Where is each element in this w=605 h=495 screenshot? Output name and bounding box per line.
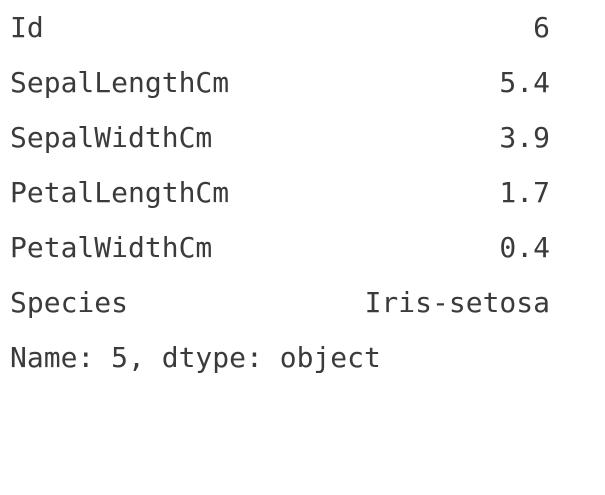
series-output: Id 6 SepalLengthCm 5.4 SepalWidthCm 3.9 … [10, 0, 550, 385]
series-footer: Name: 5, dtype: object [10, 341, 381, 374]
row-value: 6 [533, 11, 550, 44]
series-row: PetalWidthCm 0.4 [10, 220, 550, 275]
row-value: 0.4 [499, 231, 550, 264]
row-value: 5.4 [499, 66, 550, 99]
series-row: SepalWidthCm 3.9 [10, 110, 550, 165]
series-row: SepalLengthCm 5.4 [10, 55, 550, 110]
series-row: Species Iris-setosa [10, 275, 550, 330]
row-key: Species [10, 286, 129, 319]
row-key: SepalLengthCm [10, 66, 230, 99]
row-value: 1.7 [499, 176, 550, 209]
row-key: Id [10, 11, 44, 44]
row-value: Iris-setosa [364, 286, 550, 319]
row-key: PetalWidthCm [10, 231, 213, 264]
series-row: Id 6 [10, 0, 550, 55]
row-key: SepalWidthCm [10, 121, 213, 154]
row-value: 3.9 [499, 121, 550, 154]
series-row: PetalLengthCm 1.7 [10, 165, 550, 220]
row-key: PetalLengthCm [10, 176, 230, 209]
